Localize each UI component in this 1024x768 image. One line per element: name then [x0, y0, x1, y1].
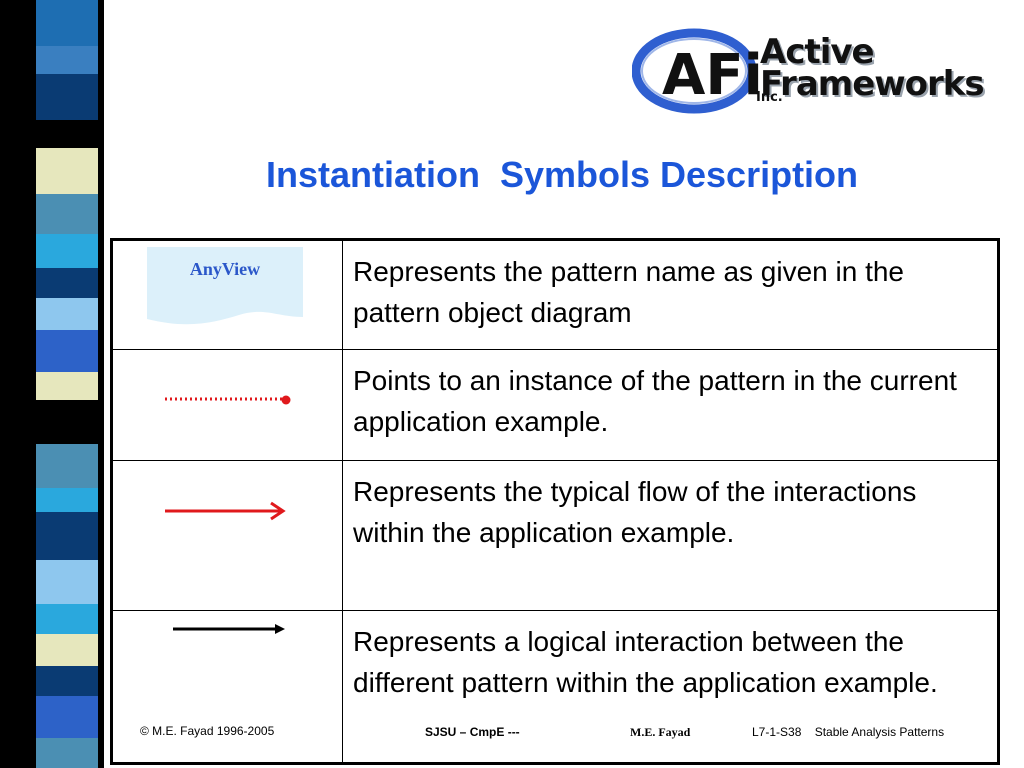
strip-segment [36, 738, 98, 768]
strip-segment [36, 74, 98, 120]
strip-segment [36, 120, 98, 148]
table-row: Represents the typical flow of the inter… [111, 460, 999, 611]
description-cell: Points to an instance of the pattern in … [342, 349, 999, 461]
strip-segment [36, 444, 98, 488]
strip-segment [36, 512, 98, 560]
active-frameworks-logo: AFi Active Frameworks Inc. [632, 28, 994, 114]
strip-segment [36, 604, 98, 634]
logo-word-frameworks: Frameworks [760, 64, 985, 104]
table-row: Points to an instance of the pattern in … [111, 349, 999, 461]
symbols-table: AnyView Represents the pattern name as g… [110, 238, 1000, 765]
strip-segment [36, 268, 98, 298]
red-arrow-icon [165, 501, 286, 521]
decorative-left-strip [0, 0, 116, 768]
description-cell: Represents the pattern name as given in … [342, 239, 999, 350]
footer-copyright: © M.E. Fayad 1996-2005 [140, 724, 275, 738]
strip-segment [36, 298, 98, 330]
symbol-cell [111, 610, 343, 764]
strip-segment [36, 330, 98, 372]
table-row: Represents a logical interaction between… [111, 610, 999, 764]
strip-segment [36, 0, 98, 46]
red-dotted-pointer-icon [165, 395, 291, 405]
strip-segment [36, 488, 98, 512]
footer-author: M.E. Fayad [630, 725, 691, 739]
description-cell: Represents the typical flow of the inter… [342, 460, 999, 611]
strip-segment [36, 46, 98, 74]
strip-segment [36, 560, 98, 604]
logo-word-inc: Inc. [756, 90, 783, 105]
description-cell: Represents a logical interaction between… [342, 610, 999, 764]
slide-title: Instantiation Symbols Description [265, 154, 859, 195]
strip-segment [36, 372, 98, 400]
symbol-cell [111, 460, 343, 611]
black-arrow-icon [173, 624, 285, 634]
strip-segment [36, 696, 98, 738]
footer-slide-id: L7-1-S38 Stable Analysis Patterns [752, 725, 945, 739]
strip-edge [98, 0, 104, 768]
footer-org: SJSU – CmpE --- [425, 725, 520, 739]
symbol-cell: AnyView [111, 239, 343, 350]
table-row: AnyView Represents the pattern name as g… [111, 239, 999, 350]
logo-word-active: Active [760, 32, 875, 72]
pattern-name-box-icon [147, 247, 303, 325]
anyview-label: AnyView [189, 259, 261, 279]
strip-segment [36, 400, 98, 444]
strip-segment [36, 634, 98, 666]
strip-segment [36, 194, 98, 234]
symbol-cell [111, 349, 343, 461]
strip-segment [36, 234, 98, 268]
strip-segment [36, 666, 98, 696]
logo-mark-icon: AFi [632, 28, 762, 114]
strip-segment [36, 148, 98, 194]
logo-mark-text: AFi [662, 43, 762, 108]
strip-base [0, 0, 36, 768]
